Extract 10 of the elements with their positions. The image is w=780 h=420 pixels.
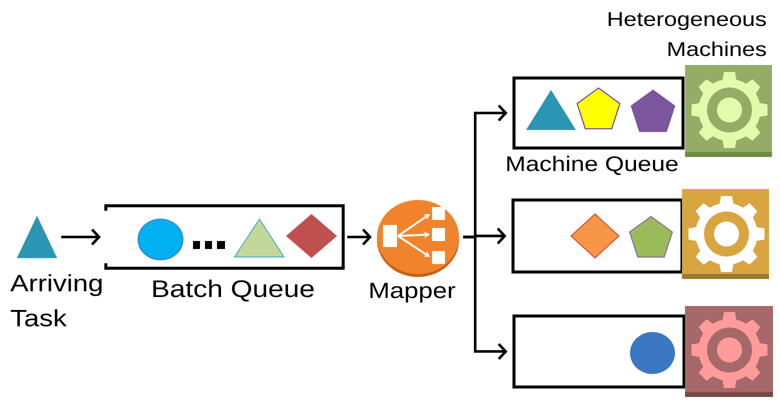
queue-label: Batch Queue [153,280,314,302]
arrow [463,236,508,360]
machines-label: Heterogeneous Machines [608,12,766,56]
queue-box [512,198,684,274]
mapper-label: Mapper [370,282,456,303]
queue-label: Machine Queue [507,156,678,175]
arrow [61,228,101,246]
task-label: Arriving Task [10,274,102,326]
queue-box [512,314,686,388]
arrow [347,228,372,246]
